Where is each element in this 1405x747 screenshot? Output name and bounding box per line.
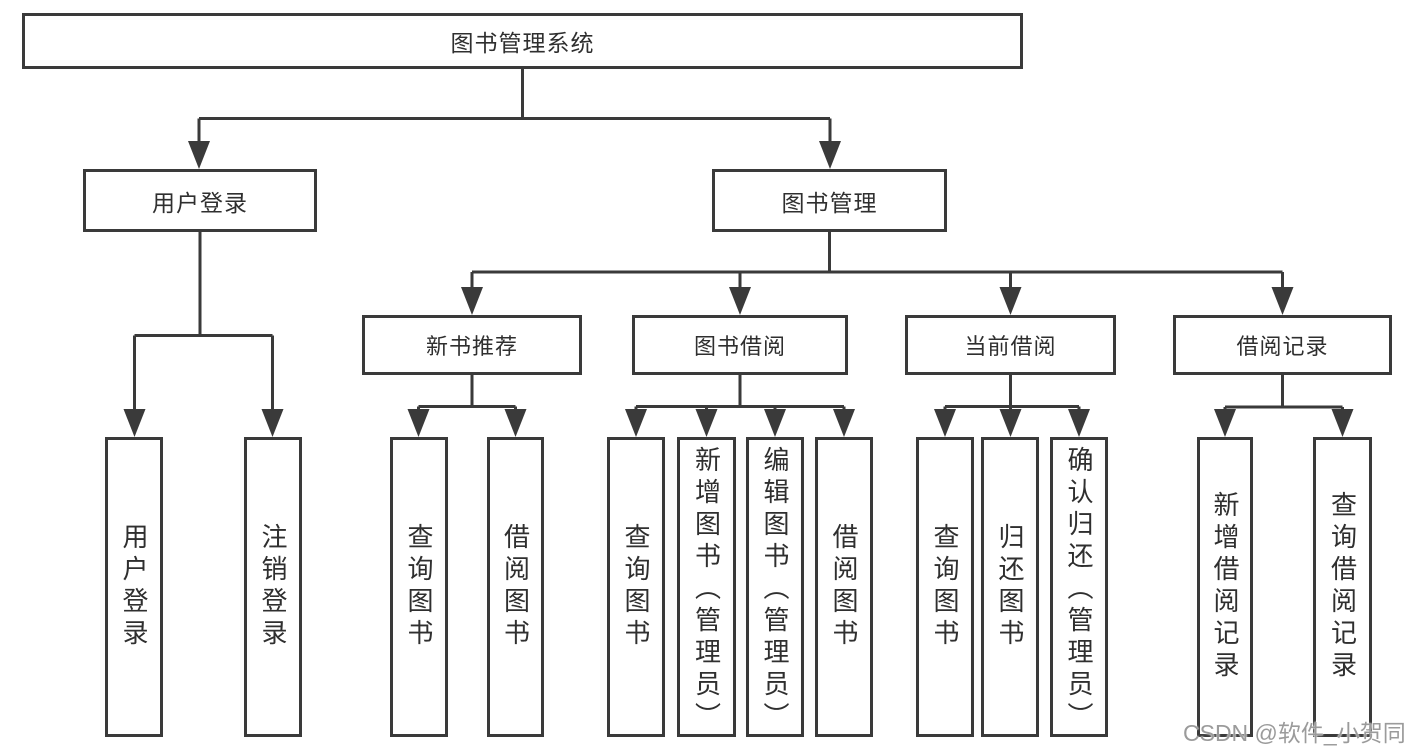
arrowhead: [833, 409, 855, 437]
connector-user-login-to-leaves: [123, 232, 284, 437]
leaf-query-books-current: 查询图书: [916, 437, 974, 737]
leaf-add-book-admin: 新增图书（管理员）: [677, 437, 736, 737]
node-book-borrowing: 图书借阅: [632, 315, 848, 375]
arrowhead: [999, 287, 1022, 315]
node-new-book-recommend: 新书推荐: [362, 315, 582, 375]
node-library-management-system: 图书管理系统: [22, 13, 1023, 69]
arrowhead: [999, 409, 1022, 437]
arrowhead: [261, 409, 284, 437]
arrowhead: [695, 409, 718, 437]
leaf-query-books-borrowing: 查询图书: [607, 437, 665, 737]
arrowhead: [1271, 287, 1294, 315]
arrowhead: [729, 287, 751, 315]
leaf-query-borrow-record: 查询借阅记录: [1313, 437, 1372, 737]
arrowhead: [188, 141, 210, 169]
node-borrow-records: 借阅记录: [1173, 315, 1392, 375]
leaf-edit-book-admin: 编辑图书（管理员）: [746, 437, 804, 737]
arrowhead: [407, 409, 430, 437]
csdn-watermark: CSDN @软件_小贺同学: [1183, 720, 1405, 746]
connector-root-to-level2: [188, 69, 841, 169]
leaf-user-login: 用户登录: [105, 437, 163, 737]
leaf-return-books: 归还图书: [981, 437, 1039, 737]
leaf-add-borrow-record: 新增借阅记录: [1197, 437, 1253, 737]
leaf-borrow-books: 借阅图书: [815, 437, 873, 737]
arrowhead: [764, 409, 786, 437]
leaf-borrow-books-recommend: 借阅图书: [487, 437, 544, 737]
arrowhead: [1214, 409, 1236, 437]
connector-book-borrowing-to-leaves: [625, 375, 855, 437]
arrowhead: [504, 409, 527, 437]
node-user-login: 用户登录: [83, 169, 317, 232]
arrowhead: [1068, 409, 1090, 437]
leaf-query-books-recommend: 查询图书: [390, 437, 448, 737]
arrowhead: [625, 409, 647, 437]
node-current-borrowing: 当前借阅: [905, 315, 1116, 375]
arrowhead: [461, 287, 483, 315]
arrowhead: [123, 409, 146, 437]
leaf-logout: 注销登录: [244, 437, 302, 737]
connector-new-book-recommend-to-leaves: [407, 375, 527, 437]
connector-book-management-to-sections: [461, 232, 1294, 315]
arrowhead: [934, 409, 956, 437]
node-book-management: 图书管理: [712, 169, 947, 232]
arrowhead: [819, 141, 841, 169]
connector-current-borrowing-to-leaves: [934, 375, 1090, 437]
connector-borrow-records-to-leaves: [1214, 375, 1354, 437]
leaf-confirm-return-admin: 确认归还（管理员）: [1050, 437, 1108, 737]
arrowhead: [1331, 409, 1354, 437]
